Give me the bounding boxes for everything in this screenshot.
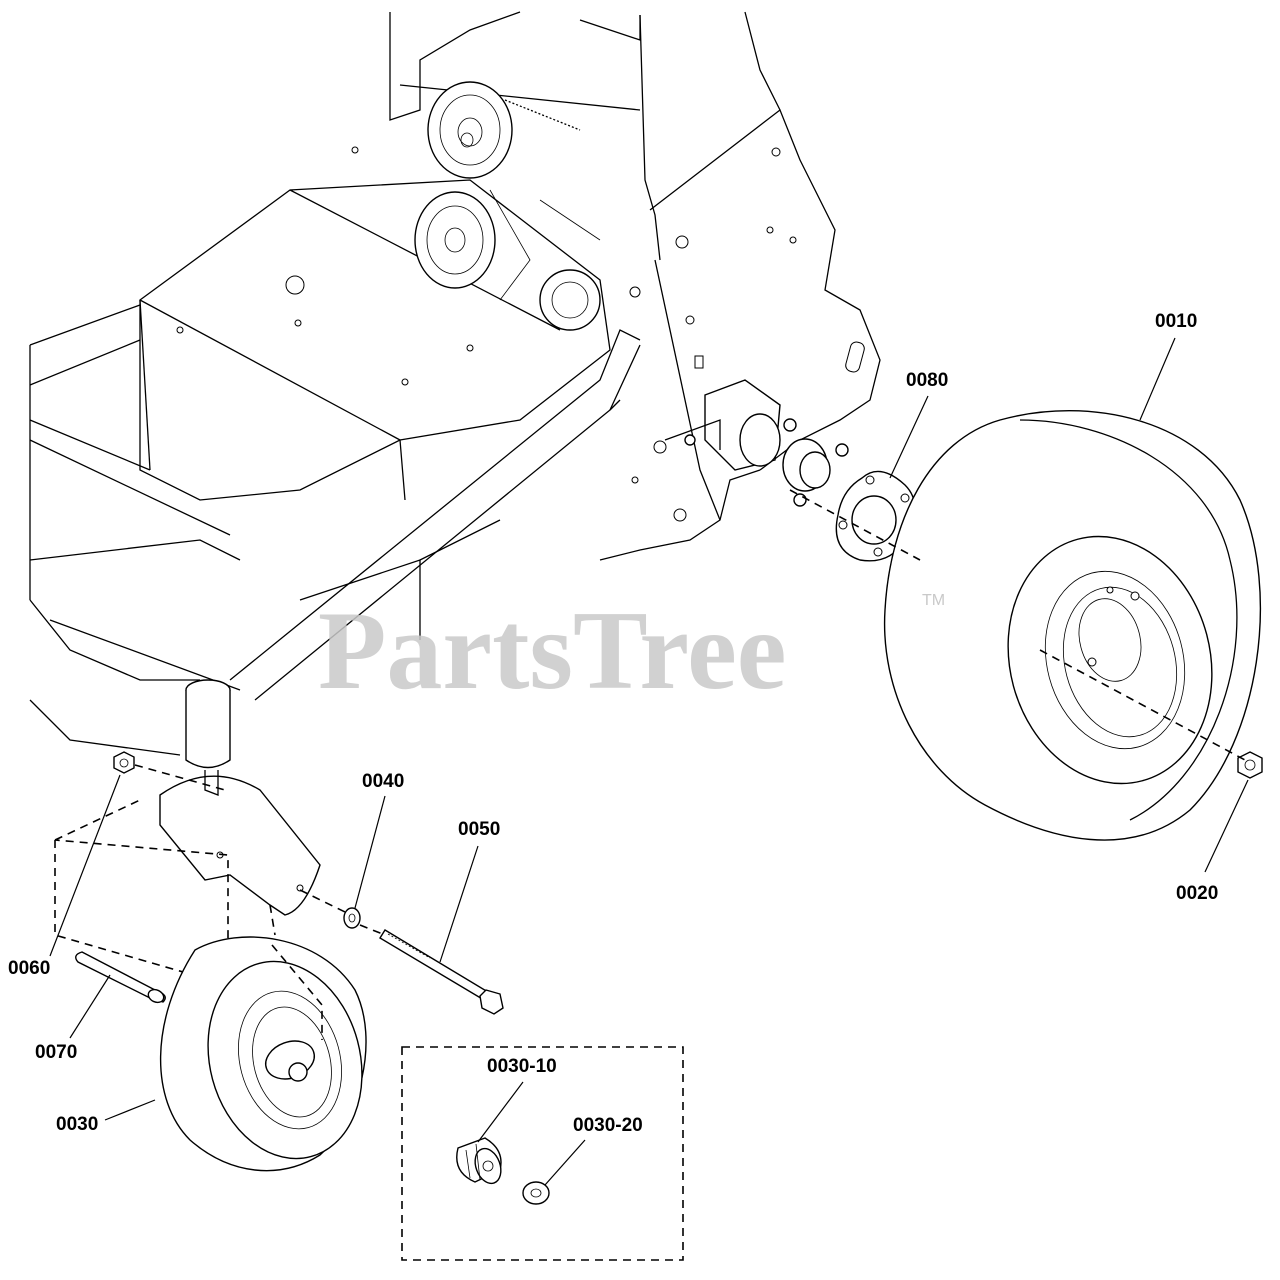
rear-tire-0010[interactable]	[883, 410, 1261, 841]
bearing-kit-box	[401, 1046, 684, 1261]
callout-0070[interactable]: 0070	[35, 1042, 77, 1063]
caster-fork	[159, 679, 321, 916]
watermark-trademark: TM	[922, 592, 945, 609]
callout-0030-10[interactable]: 0030-10	[487, 1056, 557, 1077]
wheel-hub-assembly	[664, 379, 849, 507]
caster-wheel-0030[interactable]	[159, 936, 384, 1176]
spacer-tube-0070[interactable]	[75, 951, 166, 1005]
mower-chassis	[29, 11, 881, 756]
spacer-plate-0080[interactable]	[835, 470, 916, 562]
callout-0040[interactable]: 0040	[362, 771, 404, 792]
callout-0020[interactable]: 0020	[1176, 883, 1218, 904]
middle-pulley	[414, 191, 496, 289]
upper-pulley	[427, 81, 513, 179]
watermark: PartsTree TM	[318, 589, 945, 713]
washer-0040[interactable]	[343, 907, 361, 929]
bearing-0030-10[interactable]	[456, 1137, 506, 1187]
callout-0030-20[interactable]: 0030-20	[573, 1115, 643, 1136]
callout-0060[interactable]: 0060	[8, 958, 50, 979]
watermark-brand: PartsTree	[318, 589, 787, 713]
leader-lines	[49, 337, 1249, 1186]
callout-0080[interactable]: 0080	[906, 370, 948, 391]
callout-labels: 0010 0080 0020 0040 0050 0060 0070 0030 …	[8, 311, 1218, 1136]
washer-0030-20[interactable]	[522, 1181, 550, 1205]
nut-0060[interactable]	[113, 751, 135, 774]
callout-0050[interactable]: 0050	[458, 819, 500, 840]
lug-nut-0020[interactable]	[1237, 751, 1263, 779]
rear-axle-centerline	[789, 489, 1246, 761]
lower-pulley	[539, 269, 601, 331]
bolt-0050[interactable]	[379, 929, 504, 1015]
caster-axle-group	[54, 764, 229, 987]
callout-0010[interactable]: 0010	[1155, 311, 1197, 332]
callout-0030[interactable]: 0030	[56, 1114, 98, 1135]
